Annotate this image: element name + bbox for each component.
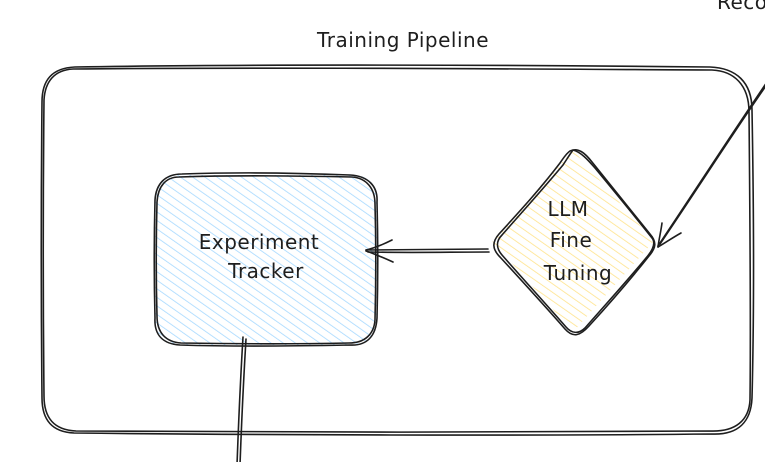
corner-partial-label: Reco (717, 0, 765, 14)
arrow-external-to-llm[interactable] (657, 80, 765, 248)
llm-label-line2: Fine (550, 228, 593, 252)
llm-fine-tuning-node[interactable]: LLM Fine Tuning (492, 148, 656, 336)
pipeline-title: Training Pipeline (316, 28, 489, 52)
llm-label-line1: LLM (547, 197, 588, 221)
pipeline-container (40, 64, 755, 436)
llm-label-line3: Tuning (543, 261, 612, 285)
connector-tracker-down[interactable] (236, 336, 247, 462)
arrow-llm-to-tracker[interactable] (365, 239, 490, 263)
experiment-tracker-node[interactable]: Experiment Tracker (153, 172, 379, 347)
experiment-tracker-label-line1: Experiment (199, 230, 320, 254)
experiment-tracker-label-line2: Tracker (227, 259, 304, 283)
